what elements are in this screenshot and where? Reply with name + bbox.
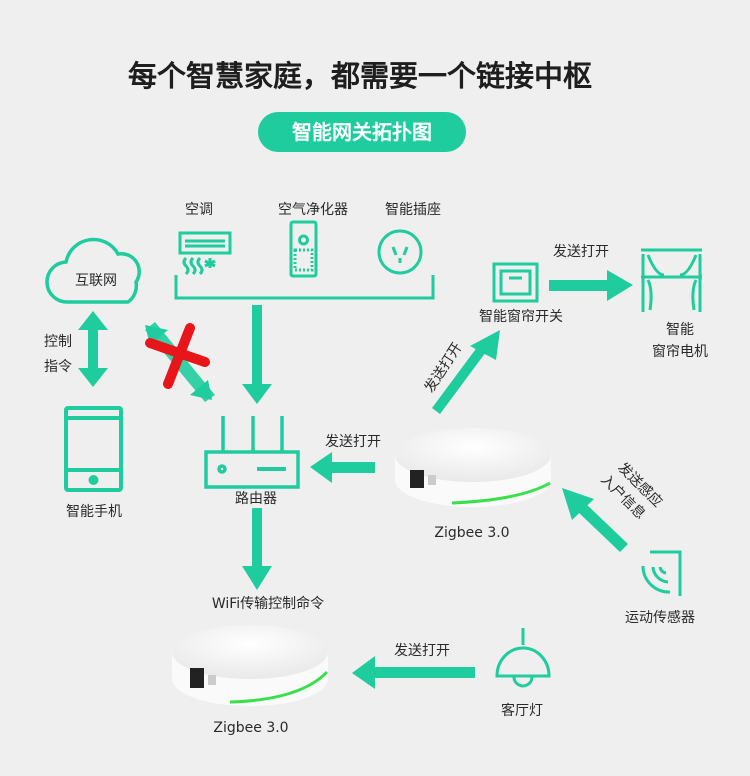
zigbee-hub-top [395,428,551,507]
light-to-hub-label: 发送打开 [394,642,450,659]
ac-label: 空调 [185,202,213,218]
socket-label: 智能插座 [385,202,441,218]
subtitle: 智能网关拓扑图 [292,120,432,144]
curtain-icon [641,248,702,312]
appliance-bracket [174,275,435,300]
motion-sensor-icon [641,550,682,596]
cloud-icon [45,237,141,304]
phone-label: 智能手机 [66,504,122,520]
arrow-appliances-to-router [242,305,272,404]
router-label: 路由器 [235,491,277,507]
hub-to-router-label: 发送打开 [325,433,381,450]
control-label-2: 指令 [44,359,72,375]
hub-top-label: Zigbee 3.0 [434,525,509,541]
arrow-switch-to-motor [549,270,633,301]
arrow-light-to-hub [352,656,475,689]
page-title: 每个智慧家庭，都需要一个链接中枢 [128,59,592,93]
arrow-hub-to-router [310,452,375,483]
curtain-motor-label-2: 窗帘电机 [652,343,708,360]
zigbee-hub-bottom [172,625,329,706]
ceiling-light-icon [495,628,551,688]
arrow-router-to-hub [242,508,272,590]
air-conditioner-icon [178,231,232,276]
router-icon [204,416,300,489]
living-light-label: 客厅灯 [501,702,543,719]
internet-label: 互联网 [75,273,117,289]
purifier-label: 空气净化器 [278,202,348,218]
smart-socket-icon [377,229,423,275]
curtain-switch-label: 智能窗帘开关 [479,308,563,325]
phone-icon [64,406,123,492]
red-cross-icon [145,323,210,389]
hub-bottom-label: Zigbee 3.0 [213,720,288,736]
double-arrow-cloud-phone [78,311,108,387]
subtitle-pill [258,112,466,152]
arrow-sensor-to-hub [562,488,628,552]
curtain-switch-icon [492,262,539,303]
router-to-hub-label: WiFi传输控制命令 [212,595,324,612]
arrow-hub-to-switch [432,330,500,414]
control-label-1: 控制 [44,334,72,350]
air-purifier-icon [289,220,318,278]
curtain-motor-label-1: 智能 [666,322,694,338]
motion-sensor-label: 运动传感器 [625,609,695,626]
switch-to-motor-label: 发送打开 [553,243,609,260]
